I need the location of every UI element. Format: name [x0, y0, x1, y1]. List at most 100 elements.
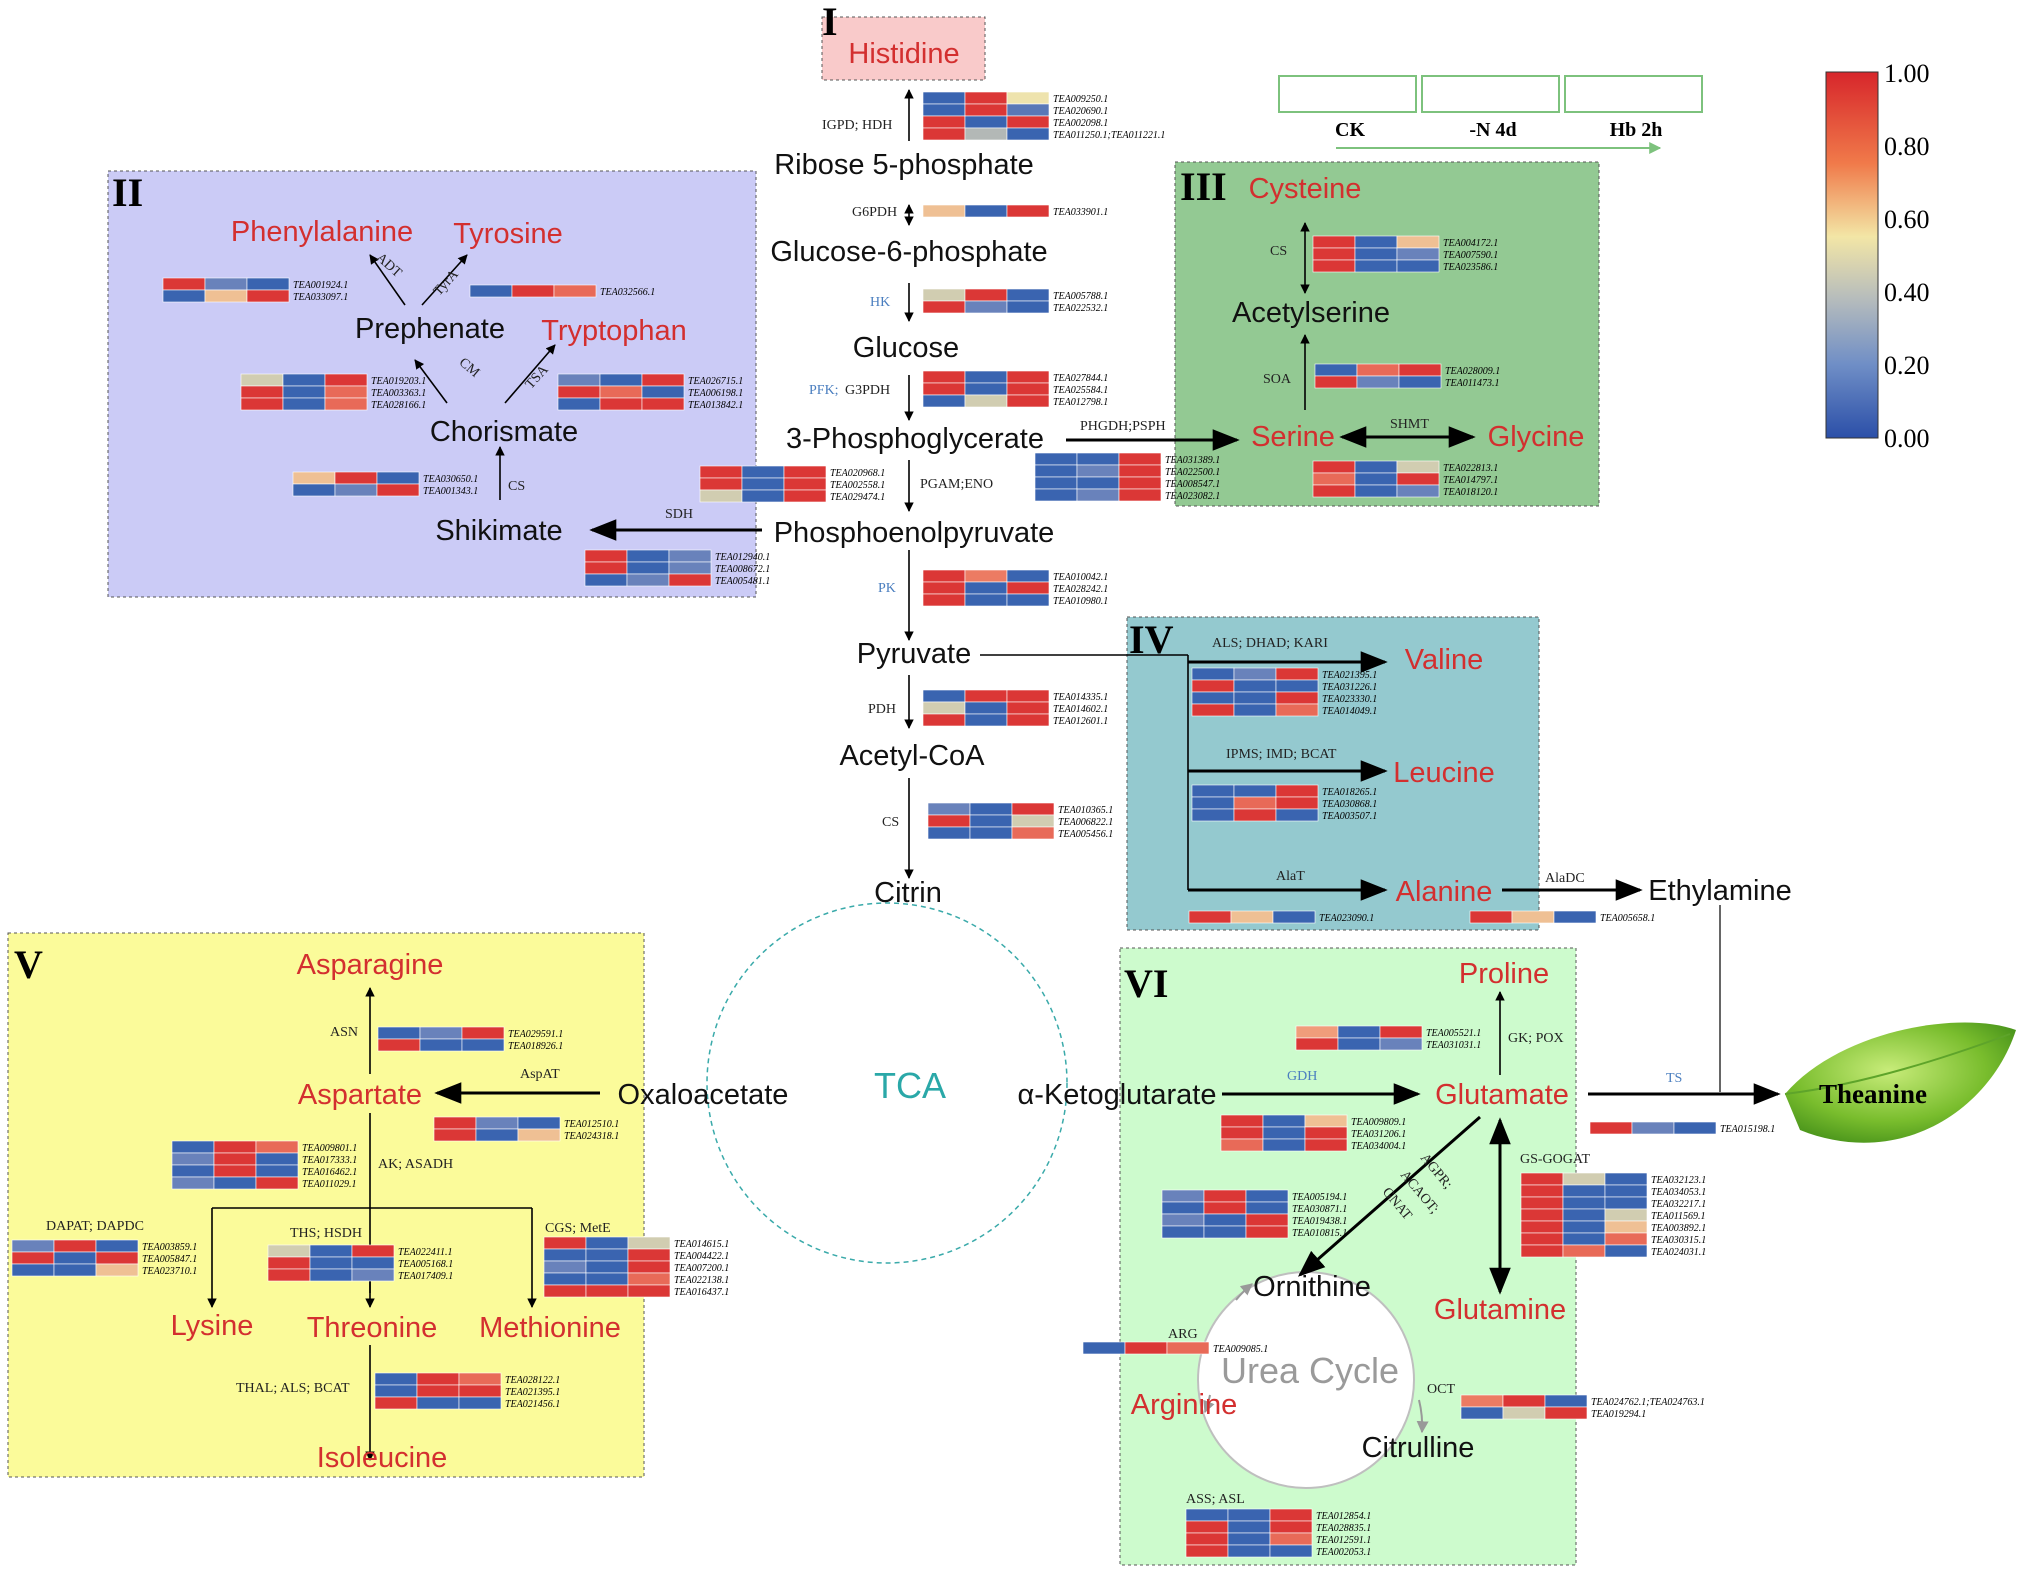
heatmap-cell: [1272, 910, 1316, 924]
heatmap-cell: [627, 1272, 671, 1286]
heatmap-cell: [1034, 488, 1078, 502]
heatmap-cell: [334, 471, 378, 485]
metabolite-serine: Serine: [1251, 421, 1335, 453]
enzyme-gk: GK; POX: [1508, 1031, 1564, 1046]
heatmap-cell: [922, 713, 966, 727]
heatmap-cell: [1262, 1114, 1306, 1128]
heatmap-cell: [641, 385, 685, 399]
enzyme-ak: AK; ASADH: [378, 1157, 453, 1172]
metabolite-methionine: Methionine: [479, 1312, 621, 1344]
tea-leaf-icon: [1784, 1022, 2016, 1143]
heatmap-cell: [1460, 1394, 1504, 1408]
urea-cycle-arrow-1: [1416, 1399, 1429, 1434]
heatmap-cell: [1011, 814, 1055, 828]
heatmap-cell: [1295, 1037, 1339, 1051]
region-I-box: [821, 16, 986, 81]
heatmap-cell: [458, 1372, 502, 1386]
heatmap-cell: [255, 1140, 299, 1154]
enzyme-asn: ASN: [330, 1025, 358, 1040]
heatmap-cell: [246, 289, 290, 303]
heatmap-cell: [627, 1248, 671, 1262]
heatmap-cell: [162, 277, 206, 291]
heatmap-cell: [1562, 1172, 1606, 1186]
gene-id-label: TEA030650.1: [423, 474, 478, 485]
heatmap-cell: [1006, 115, 1050, 129]
enzyme-ths: THS; HSDH: [290, 1226, 362, 1241]
heatmap-cell: [1304, 1126, 1348, 1140]
heatmap-cell: [1161, 1201, 1205, 1215]
gene-id-label: TEA031389.1: [1165, 455, 1220, 466]
heatmap-cell: [1006, 300, 1050, 314]
heatmap-cell: [517, 1116, 561, 1130]
metabolite-citrin: Citrin: [874, 877, 942, 909]
gene-id-label: TEA006822.1: [1058, 817, 1113, 828]
gene-id-label: TEA012601.1: [1053, 716, 1108, 727]
enzyme-alat: AlaT: [1276, 869, 1305, 884]
gene-id-label: TEA023082.1: [1165, 491, 1220, 502]
heatmap-cell: [1396, 235, 1440, 249]
gene-id-label: TEA014335.1: [1053, 692, 1108, 703]
gene-id-label: TEA004172.1: [1443, 238, 1498, 249]
heatmap-cell: [1191, 784, 1235, 798]
heatmap-cell: [1337, 1037, 1381, 1051]
heatmap-cell: [374, 1396, 418, 1410]
heatmap-cell: [458, 1384, 502, 1398]
heatmap-cell: [255, 1152, 299, 1166]
heatmap-cell: [699, 489, 743, 503]
legend-n4d: -N 4d: [1469, 119, 1516, 141]
heatmap-cell: [1262, 1138, 1306, 1152]
heatmap-cell: [1269, 1544, 1313, 1558]
enzyme-pfk: PFK;: [809, 383, 839, 398]
gene-id-label: TEA021395.1: [505, 1387, 560, 1398]
heatmap-cell: [374, 1372, 418, 1386]
heatmap-cell: [1233, 808, 1277, 822]
heatmap-cell: [964, 288, 1008, 302]
region-III-arrows: [1300, 222, 1476, 448]
heatmap-cell: [1161, 1213, 1205, 1227]
gene-id-label: TEA027844.1: [1053, 373, 1108, 384]
heatmap-cell: [922, 581, 966, 595]
heatmap-cell: [1356, 375, 1400, 389]
heatmap-cell: [599, 373, 643, 387]
gene-id-label: TEA009250.1: [1053, 94, 1108, 105]
heatmap-cell: [699, 465, 743, 479]
heatmap-cell: [1161, 1189, 1205, 1203]
heatmap-cell: [324, 397, 368, 411]
region-IV-arrows: [980, 651, 1721, 1092]
metabolite-phenylalanine: Phenylalanine: [231, 216, 413, 248]
heatmap-cell: [1502, 1406, 1546, 1420]
heatmap-cell: [1185, 1544, 1229, 1558]
heatmap-cell: [1396, 247, 1440, 261]
heatmap-cell: [458, 1396, 502, 1410]
gene-id-label: TEA018120.1: [1443, 487, 1498, 498]
heatmap-cell: [1191, 667, 1235, 681]
gene-id-label: TEA022813.1: [1443, 463, 1498, 474]
heatmap-cell: [543, 1284, 587, 1298]
heatmap-cell: [240, 373, 284, 387]
gene-id-label: TEA025584.1: [1053, 385, 1108, 396]
heatmap-cell: [922, 115, 966, 129]
heatmap-cell: [461, 1026, 505, 1040]
heatmap-cell: [1562, 1244, 1606, 1258]
heatmap-cell: [1006, 382, 1050, 396]
heatmap-cell: [416, 1384, 460, 1398]
metabolite-glycine: Glycine: [1488, 421, 1585, 453]
heatmap-cell: [351, 1244, 395, 1258]
heatmap-cell: [433, 1128, 477, 1142]
heatmap-cell: [927, 814, 971, 828]
metabolite-glucose6p: Glucose-6-phosphate: [770, 236, 1047, 268]
heatmap-cell: [699, 477, 743, 491]
gene-id-label: TEA011029.1: [302, 1179, 357, 1190]
gene-id-label: TEA033097.1: [293, 292, 348, 303]
heatmap-cell: [964, 300, 1008, 314]
heatmap-cell: [419, 1038, 463, 1052]
gene-id-label: TEA003363.1: [371, 388, 426, 399]
heatmap-cell: [1227, 1508, 1271, 1522]
